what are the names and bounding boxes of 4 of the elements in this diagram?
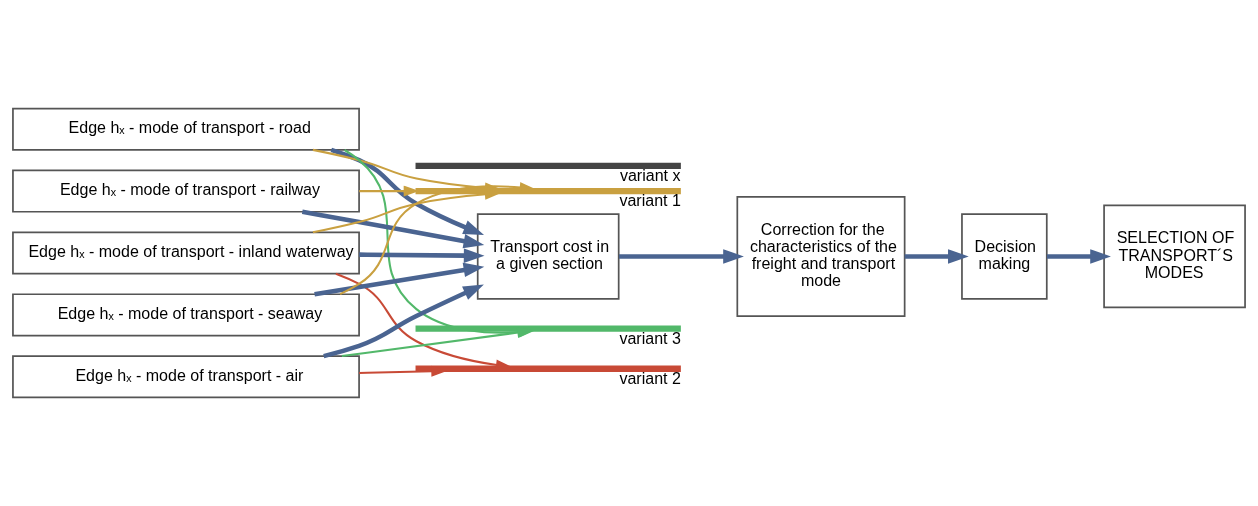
node-label: variant x xyxy=(619,166,681,185)
node-label: variant 3 xyxy=(619,328,681,347)
node-label: variant 1 xyxy=(619,191,681,210)
node-label: variant 2 xyxy=(619,368,681,387)
